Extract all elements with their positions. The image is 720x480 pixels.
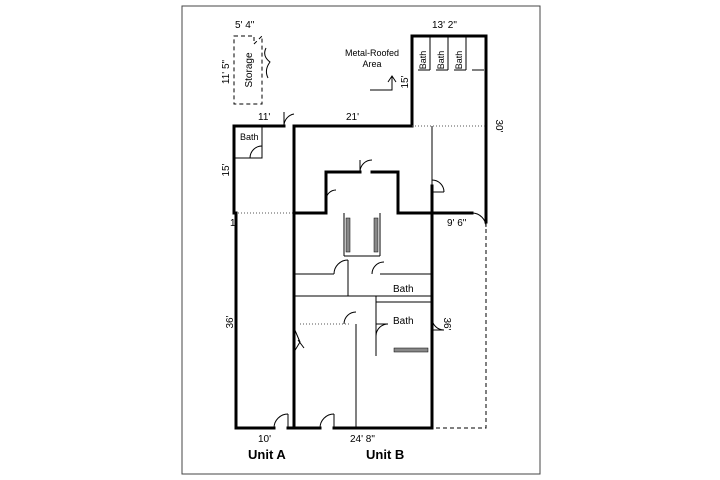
- unit-b-core: [292, 159, 445, 215]
- unit-a-bottom-width-label: 10': [258, 434, 271, 445]
- unit-a-top-width-label: 11': [258, 112, 270, 123]
- unit-b-bath-upper-label: Bath: [393, 284, 414, 295]
- storage-height-label: 11' 5": [221, 59, 232, 84]
- bath-1-label: Bath: [418, 51, 428, 70]
- bath-2-label: Bath: [436, 51, 446, 70]
- metal-roofed-label-line1: Metal-Roofed: [345, 48, 399, 58]
- unit-b-bottom-width-label: 24' 8": [350, 434, 375, 445]
- right-offset-width-label: 9' 6": [447, 218, 467, 229]
- right-side-height-label: 30': [493, 119, 504, 132]
- unit-b-length-label: 36': [441, 317, 452, 330]
- left-marker-label: 1: [230, 218, 236, 229]
- top-right-width-label: 13' 2": [432, 20, 457, 31]
- storage-width-label: 5' 4": [235, 20, 255, 31]
- corridor: [343, 213, 381, 257]
- metal-roofed-height-label: 15': [400, 75, 411, 88]
- bath-block-walls: [410, 34, 488, 224]
- unit-a-bath-label: Bath: [240, 132, 259, 142]
- unit-b-partitions: [294, 259, 445, 356]
- metal-roofed-label-line2: Area: [362, 59, 381, 69]
- unit-a-walls: [232, 124, 296, 430]
- unit-a-length-label: 36': [225, 315, 236, 328]
- right-dashed-extension: [432, 222, 487, 429]
- unit-b-lower: [273, 212, 487, 429]
- bath-3-label: Bath: [454, 51, 464, 70]
- unit-a-bath: [234, 126, 263, 159]
- storage-label: Storage: [244, 52, 255, 87]
- metal-roofed-arrow: [370, 75, 397, 91]
- storage-outline: [233, 34, 271, 105]
- unit-a-bath-height-label: 15': [221, 163, 232, 176]
- page-border: [181, 5, 541, 475]
- unit-a-label: Unit A: [248, 447, 286, 462]
- unit-b-label: Unit B: [366, 447, 404, 462]
- top-middle-width-label: 21': [346, 112, 359, 123]
- unit-b-bath-lower-label: Bath: [393, 316, 414, 327]
